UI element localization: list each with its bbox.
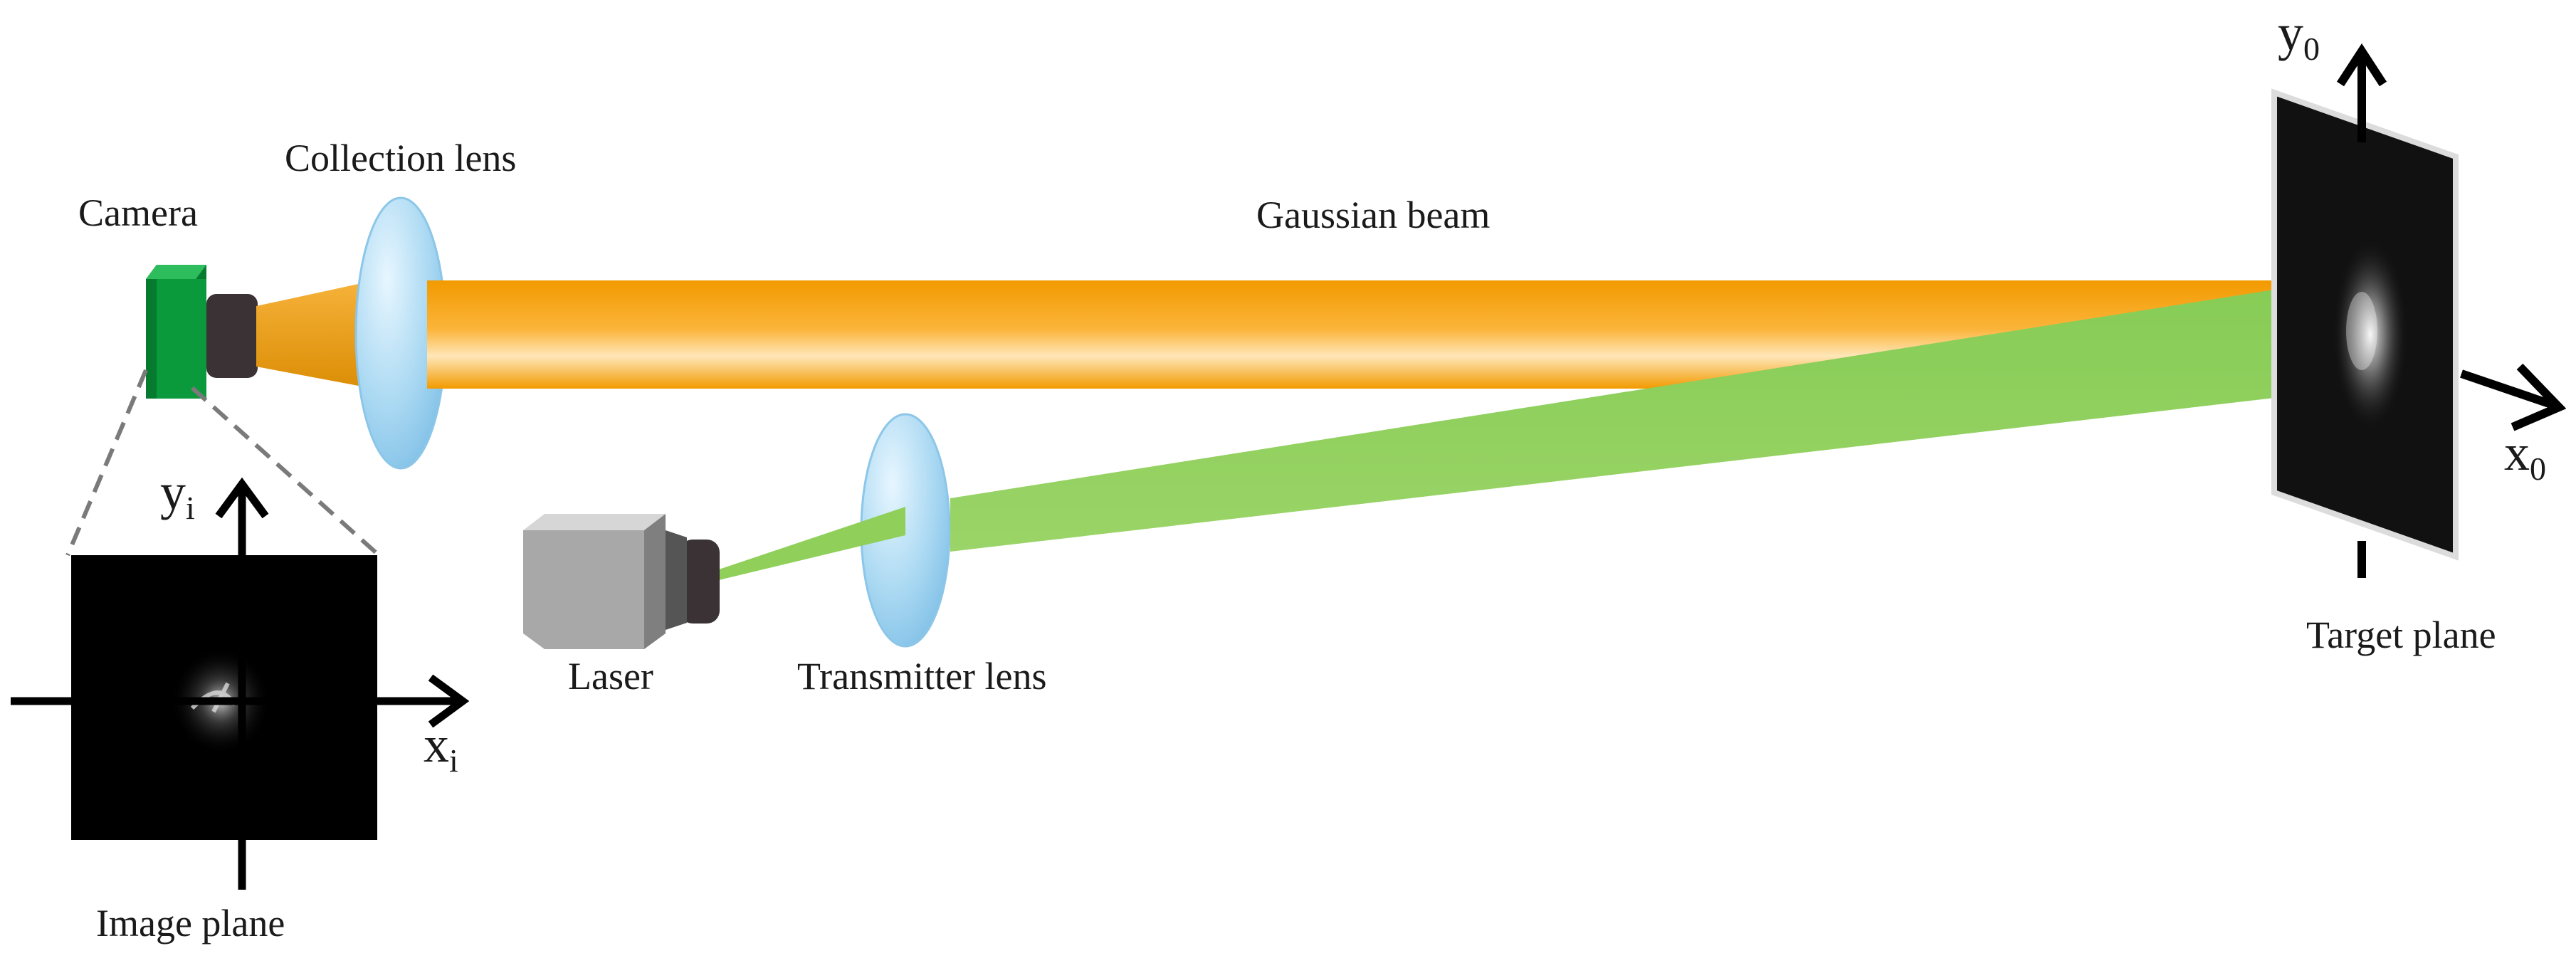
laser-source bbox=[523, 514, 720, 649]
target-x-axis-label: x0 bbox=[2504, 424, 2546, 487]
target-x-arrowhead bbox=[2511, 363, 2567, 431]
image-y-axis-label: yi bbox=[160, 463, 195, 526]
image-plane-label: Image plane bbox=[96, 902, 285, 945]
gaussian-beam-label: Gaussian beam bbox=[1256, 194, 1490, 236]
laser-beam bbox=[950, 282, 2342, 552]
target-y-arrowhead bbox=[2336, 43, 2387, 87]
target-plane bbox=[2271, 43, 2567, 578]
inset-leader-left bbox=[65, 369, 148, 557]
target-plane-label: Target plane bbox=[2306, 614, 2496, 656]
image-x-arrowhead bbox=[428, 674, 470, 728]
target-y-axis-label: y0 bbox=[2278, 4, 2320, 67]
camera-label: Camera bbox=[78, 191, 198, 234]
target-x-axis bbox=[2460, 369, 2557, 410]
laser-label: Laser bbox=[568, 655, 653, 698]
image-y-arrowhead bbox=[215, 477, 269, 519]
image-plane-inset bbox=[11, 369, 470, 890]
camera bbox=[146, 265, 258, 399]
transmitter-lens-label: Transmitter lens bbox=[797, 655, 1047, 698]
image-x-axis-label: xi bbox=[424, 716, 458, 779]
collection-lens-label: Collection lens bbox=[285, 137, 516, 179]
laser-beam-narrow bbox=[719, 507, 905, 580]
inset-leader-right bbox=[190, 386, 379, 556]
